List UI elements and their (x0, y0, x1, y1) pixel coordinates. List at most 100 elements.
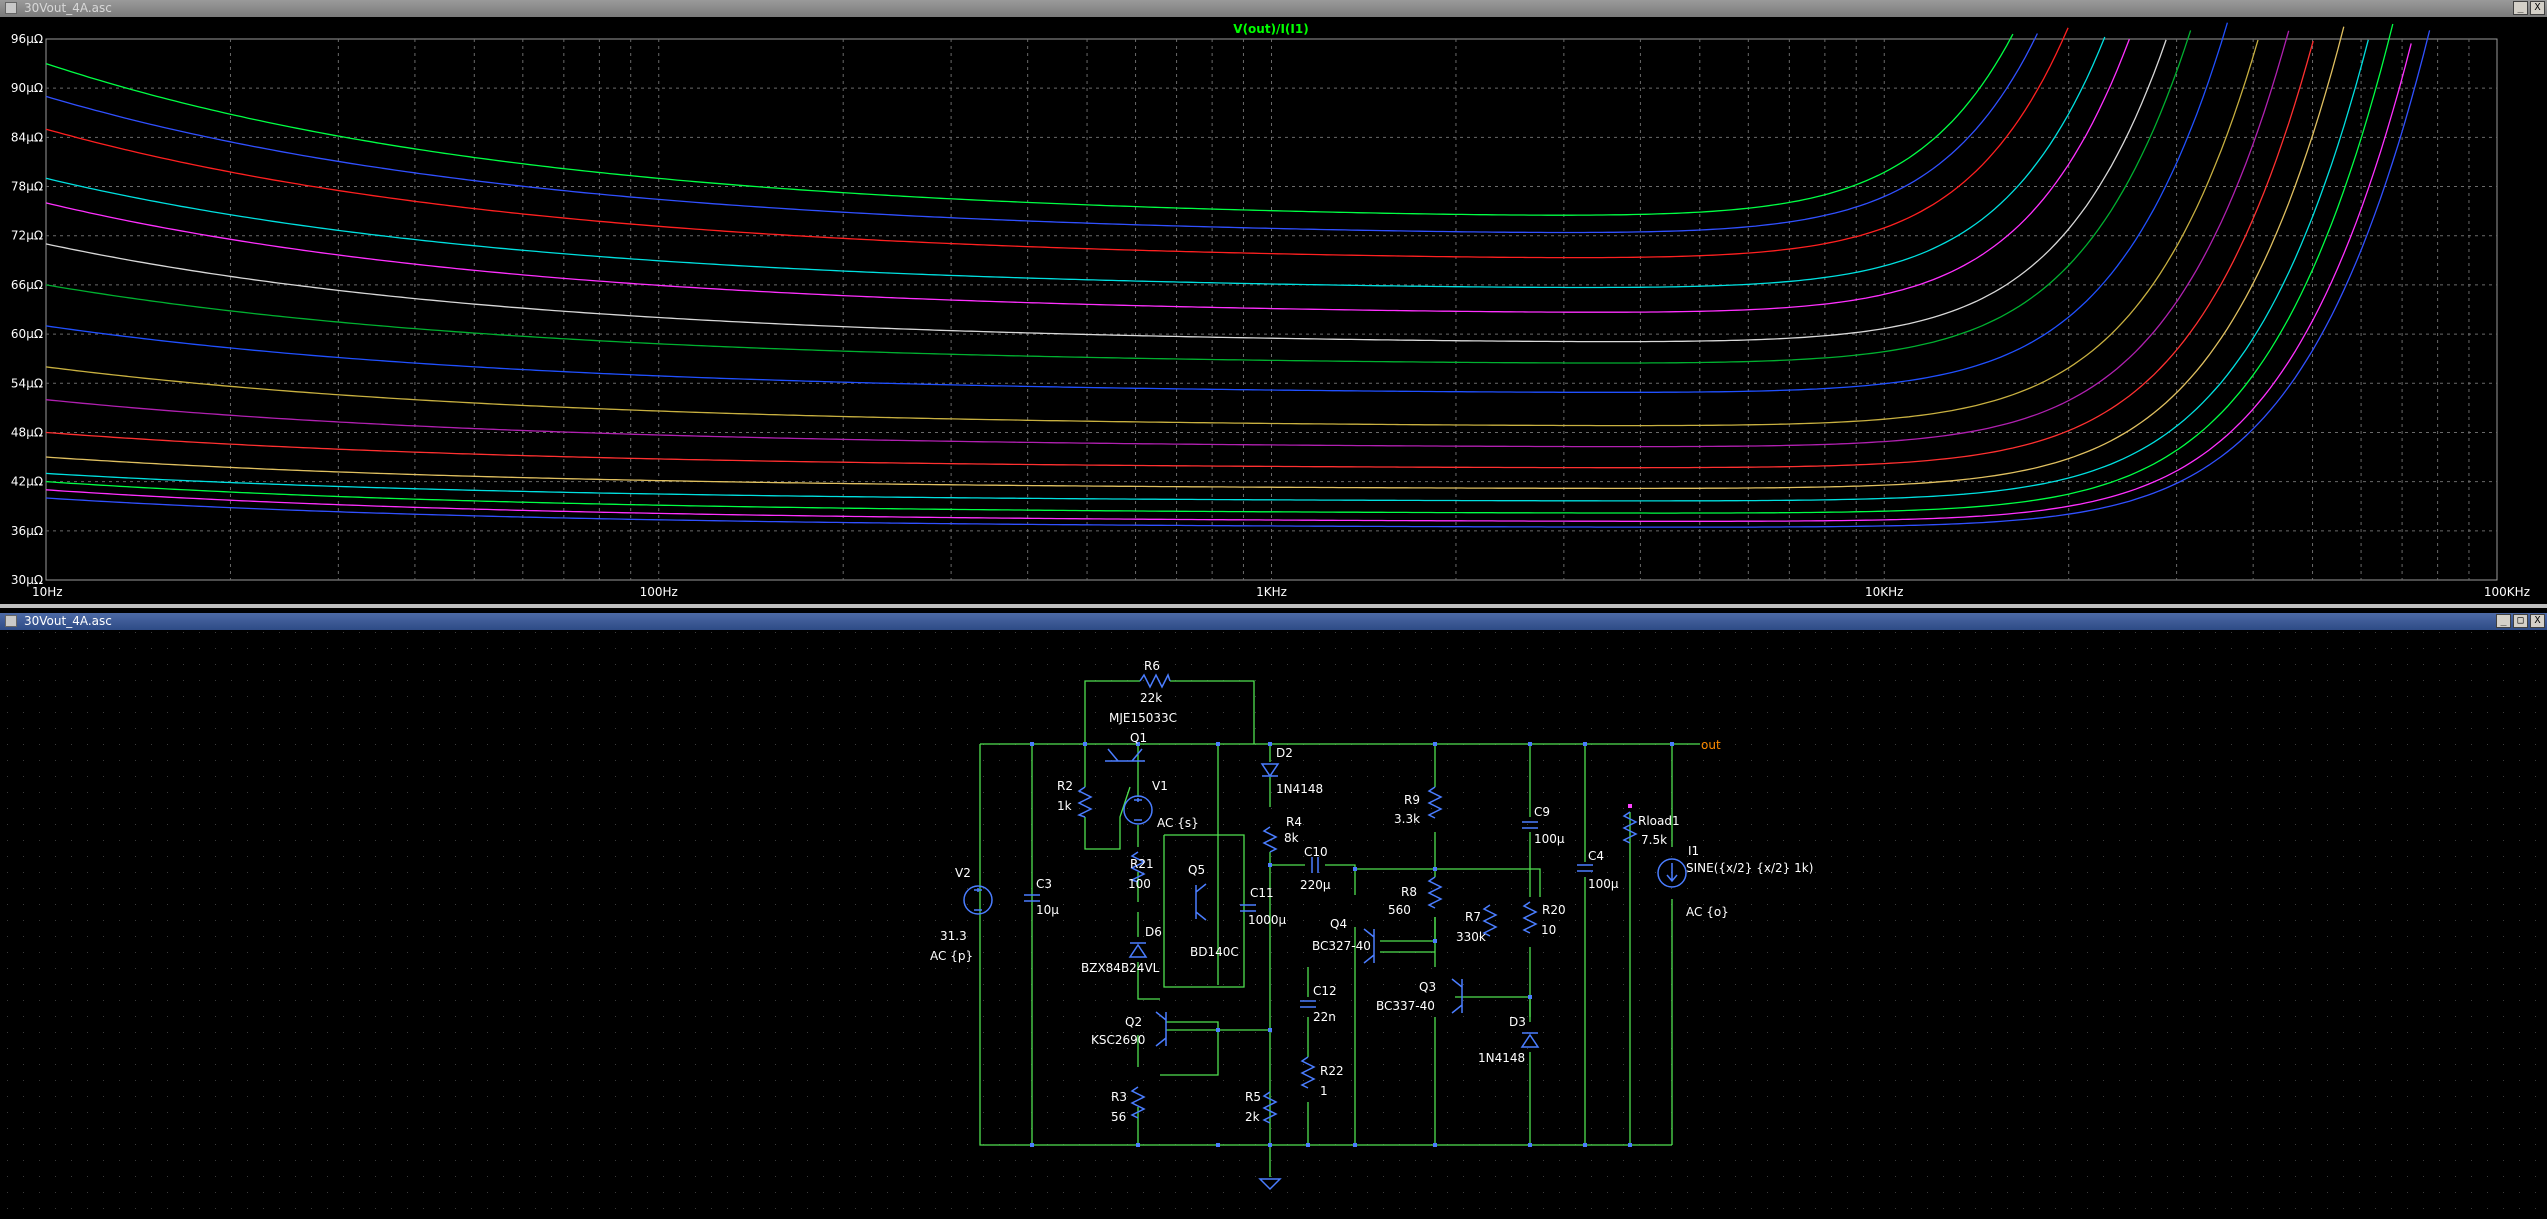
component-value[interactable]: AC {s} (1157, 816, 1199, 830)
y-tick-label: 84µΩ (11, 130, 43, 144)
component-value[interactable]: 1N4148 (1478, 1051, 1525, 1065)
component-value[interactable]: 31.3 (940, 929, 967, 943)
x-tick-label: 100KHz (2484, 585, 2530, 599)
component-ref[interactable]: D3 (1509, 1015, 1526, 1029)
component-ref[interactable]: R7 (1465, 910, 1481, 924)
component-value[interactable]: BD140C (1190, 945, 1239, 959)
component-value[interactable]: 1k (1057, 799, 1072, 813)
component-ref[interactable]: Rload1 (1638, 814, 1680, 828)
transistor-symbol (1155, 1011, 1167, 1047)
schematic-window-titlebar[interactable]: 30Vout_4A.asc _ □ X (0, 613, 2547, 630)
component-ref[interactable]: R21 (1130, 857, 1154, 871)
close-button[interactable]: X (2530, 1, 2545, 15)
component-ref[interactable]: R4 (1286, 815, 1302, 829)
component-value[interactable]: 7.5k (1641, 833, 1667, 847)
resistor-symbol (1427, 876, 1443, 909)
trace-15 (45, 30, 2431, 528)
voltage-source-symbol (963, 885, 993, 915)
component-value[interactable]: 2k (1245, 1110, 1260, 1124)
net-label-out[interactable]: out (1701, 738, 1721, 752)
schematic-window-controls: _ □ X (2496, 614, 2545, 628)
component-value[interactable]: 22n (1313, 1010, 1336, 1024)
component-value[interactable]: MJE15033C (1109, 711, 1177, 725)
component-ref[interactable]: Q2 (1125, 1015, 1142, 1029)
component-ref[interactable]: R3 (1111, 1090, 1127, 1104)
component-value[interactable]: BC327-40 (1312, 939, 1371, 953)
component-ref[interactable]: V1 (1152, 779, 1168, 793)
component-value[interactable]: BC337-40 (1376, 999, 1435, 1013)
diode-symbol (1520, 1032, 1540, 1048)
y-tick-label: 36µΩ (11, 524, 43, 538)
waveform-plot[interactable]: V(out)/I(I1) 96µΩ90µΩ84µΩ78µΩ72µΩ66µΩ60µ… (0, 17, 2547, 604)
x-tick-label: 1KHz (1256, 585, 1287, 599)
component-ref[interactable]: Q5 (1188, 863, 1205, 877)
y-tick-label: 42µΩ (11, 475, 43, 489)
component-value[interactable]: 100µ (1588, 877, 1619, 891)
component-value[interactable]: 56 (1111, 1110, 1126, 1124)
component-ref[interactable]: I1 (1688, 844, 1699, 858)
resistor-symbol (1130, 851, 1146, 883)
component-ref[interactable]: C10 (1304, 845, 1328, 859)
trace-9 (45, 30, 2290, 448)
trace-11 (45, 26, 2345, 490)
resistor-symbol (1077, 786, 1093, 818)
y-tick-label: 30µΩ (11, 573, 43, 587)
component-value[interactable]: 10 (1541, 923, 1556, 937)
schematic-window-title: 30Vout_4A.asc (24, 614, 112, 628)
component-ref[interactable]: R5 (1245, 1090, 1261, 1104)
component-value[interactable]: BZX84B24VL (1081, 961, 1160, 975)
component-value[interactable]: 3.3k (1394, 812, 1420, 826)
component-ref[interactable]: R9 (1404, 793, 1420, 807)
component-value[interactable]: 100µ (1534, 832, 1565, 846)
rload-marker (1628, 804, 1632, 808)
schematic-pane[interactable]: R6 22k MJE15033C Q1 D2 1N4148 R2 1k V1 A… (0, 630, 2547, 1219)
minimize-button[interactable]: _ (2496, 614, 2511, 628)
minimize-button[interactable]: _ (2513, 1, 2528, 15)
component-value[interactable]: 220µ (1300, 878, 1331, 892)
component-ref[interactable]: C3 (1036, 877, 1052, 891)
component-ref[interactable]: V2 (955, 866, 971, 880)
transistor-symbol (1363, 928, 1375, 964)
component-ref[interactable]: R20 (1542, 903, 1566, 917)
close-button[interactable]: X (2530, 614, 2545, 628)
component-value[interactable]: 100 (1128, 877, 1151, 891)
component-value[interactable]: 330k (1456, 930, 1486, 944)
trace-4 (45, 38, 2131, 313)
component-value[interactable]: 1000µ (1248, 913, 1287, 927)
component-value[interactable]: 1 (1320, 1084, 1328, 1098)
x-tick-label: 100Hz (640, 585, 678, 599)
component-ref[interactable]: R22 (1320, 1064, 1344, 1078)
window-separator[interactable] (0, 604, 2547, 608)
plot-trace-title[interactable]: V(out)/I(I1) (1233, 22, 1308, 36)
schematic-window: 30Vout_4A.asc _ □ X (0, 613, 2547, 1219)
component-ref[interactable]: R6 (1144, 659, 1160, 673)
component-ref[interactable]: C4 (1588, 849, 1604, 863)
component-ref[interactable]: C11 (1250, 886, 1274, 900)
transistor-symbol (1195, 883, 1207, 921)
component-ref[interactable]: C12 (1313, 984, 1337, 998)
component-ref[interactable]: R2 (1057, 779, 1073, 793)
schematic-canvas[interactable]: R6 22k MJE15033C Q1 D2 1N4148 R2 1k V1 A… (0, 630, 2547, 1219)
component-ref[interactable]: Q3 (1419, 980, 1436, 994)
component-value[interactable]: 10µ (1036, 903, 1059, 917)
component-value[interactable]: SINE({x/2} {x/2} 1k) (1686, 861, 1813, 875)
capacitor-symbol (1577, 864, 1593, 872)
component-ac[interactable]: AC {o} (1686, 905, 1729, 919)
component-ac[interactable]: AC {p} (930, 949, 973, 963)
component-ref[interactable]: D6 (1145, 925, 1162, 939)
component-value[interactable]: 1N4148 (1276, 782, 1323, 796)
plot-window-titlebar[interactable]: 30Vout_4A.asc _ X (0, 0, 2547, 17)
resistor-symbol (1300, 1056, 1316, 1089)
component-value[interactable]: 560 (1388, 903, 1411, 917)
component-ref[interactable]: Q4 (1330, 917, 1347, 931)
restore-button[interactable]: □ (2513, 614, 2528, 628)
component-ref[interactable]: R8 (1401, 885, 1417, 899)
component-value[interactable]: 8k (1284, 831, 1299, 845)
component-ref[interactable]: Q1 (1130, 731, 1147, 745)
voltage-source-symbol (1123, 795, 1153, 825)
component-value[interactable]: KSC2690 (1091, 1033, 1145, 1047)
component-value[interactable]: 22k (1140, 691, 1162, 705)
component-ref[interactable]: D2 (1276, 746, 1293, 760)
component-ref[interactable]: C9 (1534, 805, 1550, 819)
